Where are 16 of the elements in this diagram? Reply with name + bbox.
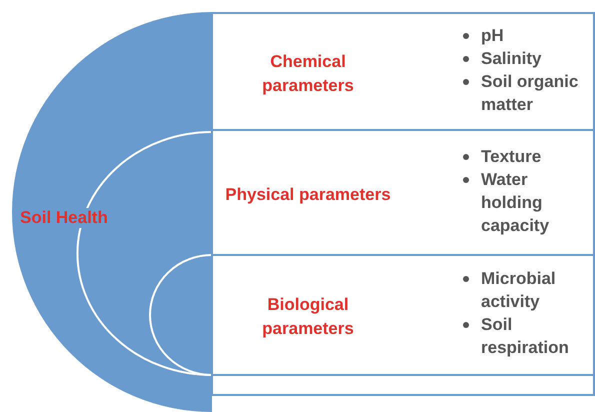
list-item: pH [481, 25, 505, 47]
list-item: Soil organic matter [481, 71, 580, 116]
row-heading: Chemical parameters [261, 51, 355, 97]
list-item: Salinity [481, 48, 542, 70]
node-title: Soil Health [19, 208, 109, 228]
parameter-box [211, 12, 595, 131]
empty-box [211, 374, 595, 396]
list-item: Soil respiration [481, 314, 570, 359]
list-item: Texture [481, 146, 542, 168]
row-heading: Biological parameters [261, 294, 355, 340]
row-heading: Physical parameters [224, 184, 392, 206]
parameter-box [211, 254, 595, 376]
list-item: Microbial activity [481, 268, 557, 313]
semicircle-node [12, 12, 212, 412]
parameter-box [211, 129, 595, 256]
list-item: Water holding capacity [481, 169, 550, 237]
